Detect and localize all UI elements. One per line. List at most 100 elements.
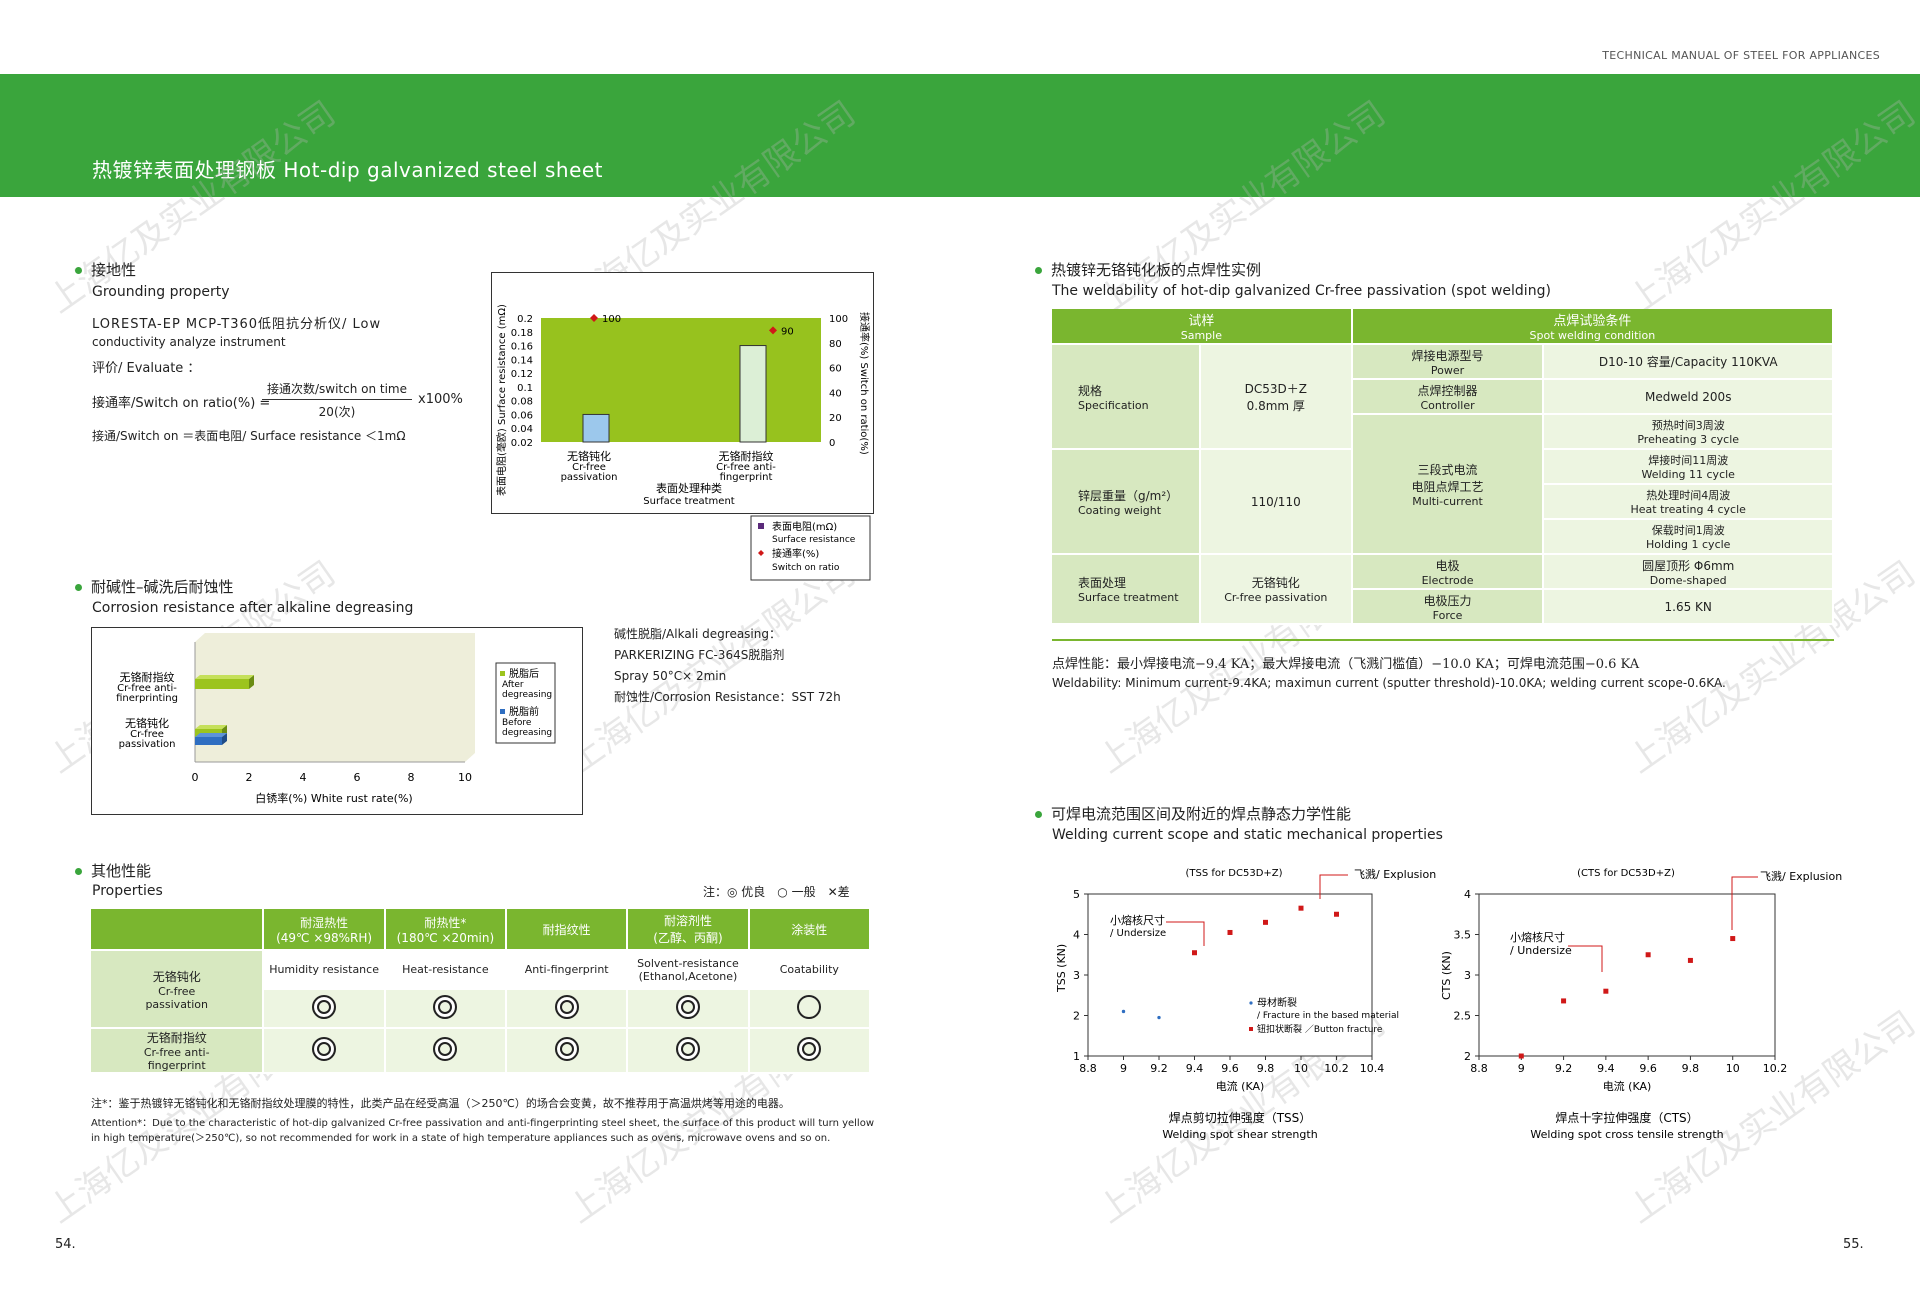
legend-label: Before bbox=[502, 718, 532, 728]
data-point bbox=[1334, 911, 1339, 917]
grounding-subtitle: Grounding property bbox=[92, 284, 230, 300]
y-tick-label: 3 bbox=[1464, 969, 1471, 982]
note-line: 碱性脱脂/Alkali degreasing： bbox=[614, 627, 781, 641]
column-subheader: Humidity resistance bbox=[263, 950, 386, 990]
x-tick-label: 10.2 bbox=[1324, 1062, 1349, 1075]
table-bottom-rule bbox=[1052, 639, 1834, 641]
rating-cell bbox=[506, 989, 629, 1029]
x-tick-label: 2 bbox=[246, 771, 253, 784]
y-axis-label: CTS (KN) bbox=[1440, 951, 1453, 1000]
y-axis-label: TSS (KN) bbox=[1055, 944, 1068, 993]
bar bbox=[739, 345, 767, 443]
x-tick-label: 10.4 bbox=[1360, 1062, 1385, 1075]
x-tick-label: 10 bbox=[1726, 1062, 1740, 1075]
legend-box bbox=[495, 662, 556, 744]
coating-value: 110/110 bbox=[1199, 449, 1353, 555]
note-cn: 注*：鉴于热镀锌无铬钝化和无铬耐指纹处理膜的特性，此类产品在经受高温（＞250℃… bbox=[91, 1097, 790, 1110]
rating-legend: 注：◎ 优良 ○ 一般 ✕差 bbox=[703, 885, 850, 899]
caption-cn: 焊点剪切拉伸强度（TSS） bbox=[1169, 1110, 1312, 1125]
rating-cell bbox=[506, 1028, 629, 1074]
x-axis-label: 电流 (KA) bbox=[1603, 1079, 1652, 1093]
switch-on-text: 接通/Switch on ＝表面电阻/ Surface resistance ＜… bbox=[92, 429, 406, 443]
x-tick-label: 9.8 bbox=[1257, 1062, 1275, 1075]
x-tick-label: 9.4 bbox=[1186, 1062, 1204, 1075]
legend-label: / Fracture in the based material bbox=[1257, 1011, 1399, 1021]
rating-cell bbox=[384, 1028, 508, 1074]
category-label: passivation bbox=[561, 472, 618, 483]
excellent-icon bbox=[554, 1037, 579, 1061]
y-tick-label: 4 bbox=[1464, 888, 1471, 901]
y-tick-label: 2.5 bbox=[1454, 1010, 1472, 1023]
category-label: 无铬耐指纹 bbox=[719, 449, 774, 463]
data-point bbox=[1298, 905, 1304, 911]
rating-cell bbox=[748, 1028, 872, 1074]
rating-cell bbox=[748, 989, 872, 1029]
x-axis-label: 白锈率(%) White rust rate(%) bbox=[255, 791, 412, 805]
instrument-text: LORESTA-EP MCP-T360低阻抗分析仪/ Low bbox=[92, 317, 382, 332]
formula-left: 接通率/Switch on ratio(%) = bbox=[92, 396, 271, 411]
bar bbox=[195, 737, 222, 745]
grounding-chart: 表面电阻(毫欧) Surface resistance (mΩ) 接通率(%) … bbox=[495, 304, 871, 581]
y-left-label: 表面电阻(毫欧) Surface resistance (mΩ) bbox=[495, 304, 508, 496]
annotation-arrow bbox=[1568, 945, 1603, 972]
excellent-icon bbox=[554, 995, 579, 1019]
legend-label: degreasing bbox=[502, 728, 552, 738]
category-label: Cr-free bbox=[130, 729, 164, 740]
legend-label: degreasing bbox=[502, 690, 552, 700]
legend-label: 脱脂前 bbox=[509, 705, 539, 718]
annotation-undersize: 小熔核尺寸 bbox=[1510, 930, 1565, 944]
plot-floor bbox=[195, 633, 475, 762]
caption-cn: 焊点十字拉伸强度（CTS） bbox=[1555, 1110, 1698, 1125]
evaluate-label: 评价/ Evaluate ： bbox=[92, 361, 201, 376]
annotation-undersize: / Undersize bbox=[1110, 928, 1166, 939]
y-tick-label: 0.2 bbox=[517, 314, 533, 325]
y-tick-label: 0.04 bbox=[511, 424, 533, 435]
y-tick-label: 4 bbox=[1073, 929, 1080, 942]
x-tick-label: 9 bbox=[1518, 1062, 1525, 1075]
bar bbox=[582, 413, 610, 443]
x-tick-label: 10.2 bbox=[1763, 1062, 1788, 1075]
data-point bbox=[1192, 950, 1197, 956]
column-header: 耐热性*(180℃ ×20min) bbox=[384, 909, 508, 951]
excellent-icon bbox=[675, 995, 700, 1019]
legend-box bbox=[750, 515, 871, 581]
legend-label: Surface resistance bbox=[772, 535, 856, 545]
x-tick-label: 8.8 bbox=[1079, 1062, 1097, 1075]
y-tick-label: 0.08 bbox=[511, 397, 533, 408]
data-point bbox=[1603, 988, 1609, 994]
y-tick-label: 60 bbox=[829, 364, 842, 375]
column-header: 耐指纹性 bbox=[506, 909, 629, 951]
data-point bbox=[1157, 1015, 1161, 1020]
x-tick-label: 10 bbox=[1294, 1062, 1308, 1075]
rating-cell bbox=[627, 1028, 750, 1074]
mech-title: 可焊电流范围区间及附近的焊点静态力学性能 bbox=[1035, 803, 1351, 824]
column-header: 涂装性 bbox=[748, 909, 872, 951]
x-tick-label: 4 bbox=[300, 771, 307, 784]
y-tick-label: 0.16 bbox=[511, 342, 533, 353]
bar-top bbox=[195, 733, 227, 737]
excellent-icon bbox=[312, 1037, 337, 1061]
properties-table: 耐湿热性(49℃ ×98%RH) 耐热性*(180℃ ×20min) 耐指纹性 … bbox=[91, 909, 872, 1074]
annotation-undersize: / Undersize bbox=[1510, 944, 1572, 957]
excellent-icon bbox=[312, 995, 337, 1019]
excellent-icon bbox=[675, 1037, 700, 1061]
y-tick-label: 5 bbox=[1073, 888, 1080, 901]
data-point bbox=[1561, 998, 1567, 1004]
bar bbox=[195, 679, 249, 689]
y-tick-label: 100 bbox=[829, 314, 848, 325]
annotation-undersize: 小熔核尺寸 bbox=[1110, 913, 1165, 927]
bar-side bbox=[249, 675, 254, 689]
note-en-1: Attention*：Due to the characteristic of … bbox=[91, 1118, 875, 1129]
bar-top bbox=[195, 725, 227, 729]
